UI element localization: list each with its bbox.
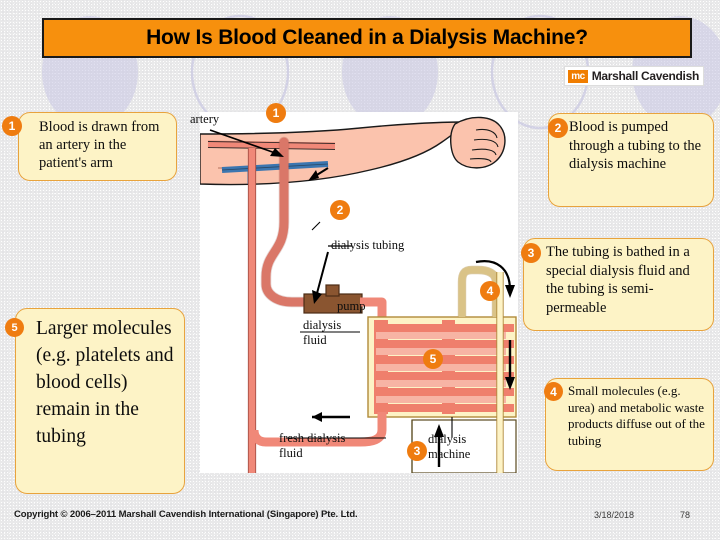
- dialysis-diagram-illustration: [199, 116, 517, 474]
- label-fresh-dialysis-fluid: fresh dialysis fluid: [279, 431, 346, 460]
- label-dialysis-fluid: dialysis fluid: [303, 318, 342, 347]
- callout-1-text: Blood is drawn from an artery in the pat…: [39, 119, 160, 171]
- callout-box-5: Larger molecules (e.g. platelets and blo…: [15, 308, 185, 494]
- callout-2-text: Blood is pumped through a tubing to the …: [569, 119, 702, 172]
- diagram-step-badge-3: 3: [407, 441, 427, 461]
- footer-page-number: 78: [680, 510, 691, 520]
- callout-2-number-badge: 2: [548, 118, 568, 138]
- publisher-logo: mc Marshall Cavendish: [564, 66, 704, 86]
- callout-box-4: Small molecules (e.g. urea) and metaboli…: [545, 378, 714, 471]
- tubing-illustration: [209, 129, 517, 474]
- callout-5-text: Larger molecules (e.g. platelets and blo…: [36, 318, 174, 447]
- footer-date: 3/18/2018: [594, 510, 635, 520]
- diagram-step-badge-4: 4: [480, 281, 500, 301]
- diagram-step-badge-2: 2: [330, 200, 350, 220]
- callout-4-number-badge: 4: [544, 382, 563, 401]
- arm-illustration: [199, 116, 506, 186]
- callout-box-3: The tubing is bathed in a special dialys…: [523, 238, 714, 331]
- callout-box-1: Blood is drawn from an artery in the pat…: [18, 112, 177, 181]
- page-title: How Is Blood Cleaned in a Dialysis Machi…: [146, 26, 588, 49]
- logo-text: Marshall Cavendish: [591, 69, 700, 83]
- diagram-step-badge-5: 5: [423, 349, 443, 369]
- diagram-panel: [199, 112, 518, 474]
- callout-5-number-badge: 5: [5, 318, 24, 337]
- callout-3-number-badge: 3: [521, 243, 541, 263]
- callout-1-number-badge: 1: [2, 116, 22, 136]
- callout-4-text: Small molecules (e.g. urea) and metaboli…: [568, 383, 705, 448]
- callout-box-2: Blood is pumped through a tubing to the …: [548, 113, 714, 207]
- slide-title-bar: How Is Blood Cleaned in a Dialysis Machi…: [42, 18, 692, 58]
- label-dialysis-tubing: dialysis tubing: [331, 238, 405, 252]
- footer-copyright: Copyright © 2006–2011 Marshall Cavendish…: [14, 509, 358, 520]
- label-dialysis-machine: dialysis machine: [428, 432, 471, 461]
- callout-3-text: The tubing is bathed in a special dialys…: [546, 244, 690, 316]
- logo-mark-icon: mc: [568, 69, 588, 83]
- label-artery: artery: [190, 112, 220, 126]
- diagram-step-badge-1: 1: [266, 103, 286, 123]
- label-pump: pump: [337, 299, 366, 313]
